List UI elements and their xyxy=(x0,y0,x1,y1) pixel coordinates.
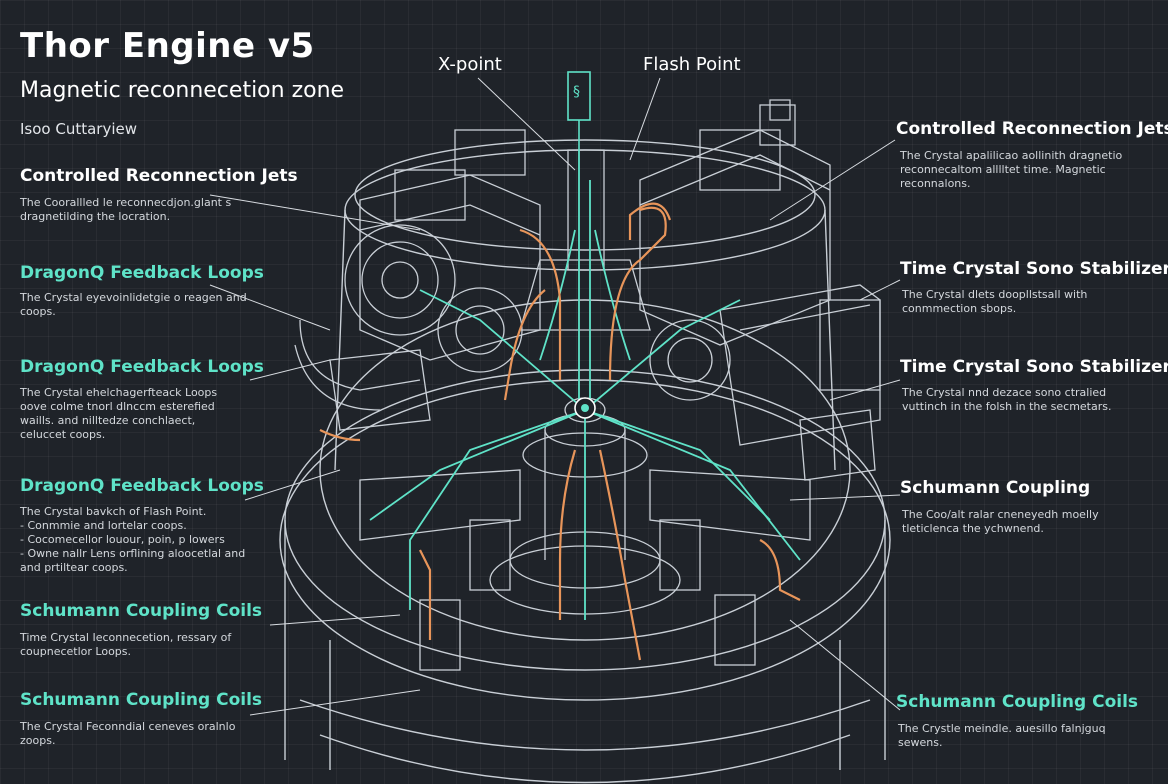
left-callout-5-text: Time Crystal Ieconnecetion, ressary of c… xyxy=(20,631,232,658)
x-point-label: X-point xyxy=(438,54,502,75)
page-subtitle: Magnetic reconnecetion zone xyxy=(20,78,345,103)
left-callout-4-title: DragonQ Feedback Loops xyxy=(20,476,264,496)
left-callout-1-text: The Coorallled le reconnecdjon.glant s d… xyxy=(20,196,232,223)
right-callout-1-title: Controlled Reconnection Jets xyxy=(896,119,1168,139)
left-callout-2-title: DragonQ Feedback Loops xyxy=(20,263,264,283)
right-callout-4-title: Schumann Coupling xyxy=(900,478,1091,498)
left-callout-5-title: Schumann Coupling Coils xyxy=(20,601,263,621)
right-callout-3-title: Time Crystal Sono Stabilizer xyxy=(900,357,1168,377)
left-callout-2-text: The Crystal eyevoinlidetgie o reagen and… xyxy=(20,291,247,318)
view-label: Isoo Cuttaryiew xyxy=(20,120,138,138)
left-callout-1-title: Controlled Reconnection Jets xyxy=(20,166,298,186)
left-callout-4-bullet-2: - Cocomecellor louour, poin, p lowers xyxy=(20,533,225,546)
left-callout-4-bullet-1: - Conmmie and lortelar coops. xyxy=(20,519,187,532)
right-housing xyxy=(639,99,881,481)
bullet-text: Cocomecellor louour, poin, p lowers xyxy=(27,533,225,546)
left-callout-4-bullet-3: - Owne nallr Lens orflining aloocetlal a… xyxy=(20,547,246,574)
right-callout-4-text: The Coo/alt ralar cneneyedh moelly tleti… xyxy=(902,508,1099,535)
right-callout-3-text: The Crystal nnd dezace sono ctralied vut… xyxy=(902,386,1112,413)
orange-conduits xyxy=(319,202,801,661)
leader-lines xyxy=(209,77,901,716)
right-callout-2-title: Time Crystal Sono Stabilizer xyxy=(900,259,1168,279)
flash-point-label: Flash Point xyxy=(643,54,741,75)
tube-glyph: § xyxy=(573,84,580,100)
left-callout-3-text: The Crystal ehelchagerfteack Loops oove … xyxy=(20,386,218,441)
x-point-tube xyxy=(567,71,591,150)
right-callout-1-text: The Crystal apalilicao aollinith dragnet… xyxy=(900,149,1123,190)
right-callout-5-title: Schumann Coupling Coils xyxy=(896,692,1139,712)
bullet-text: Conmmie and lortelar coops. xyxy=(27,519,187,532)
right-callout-5-text: The Crystle meindle. auesillo falnjguq s… xyxy=(898,722,1106,749)
right-callout-2-text: The Crystal dlets doopllstsall with conm… xyxy=(902,288,1088,315)
teal-field-lines xyxy=(369,150,801,620)
left-callout-6-title: Schumann Coupling Coils xyxy=(20,690,263,710)
left-housing xyxy=(294,129,541,431)
flash-point-core xyxy=(574,397,596,419)
left-callout-3-title: DragonQ Feedback Loops xyxy=(20,357,264,377)
bullet-text: Owne nallr Lens orflining aloocetlal and… xyxy=(20,547,246,574)
page-title: Thor Engine v5 xyxy=(20,26,315,66)
left-callout-6-text: The Crystal Feconndial ceneves oralnlo z… xyxy=(20,720,236,747)
left-callout-4-text: The Crystal bavkch of Flash Point. xyxy=(20,505,207,518)
